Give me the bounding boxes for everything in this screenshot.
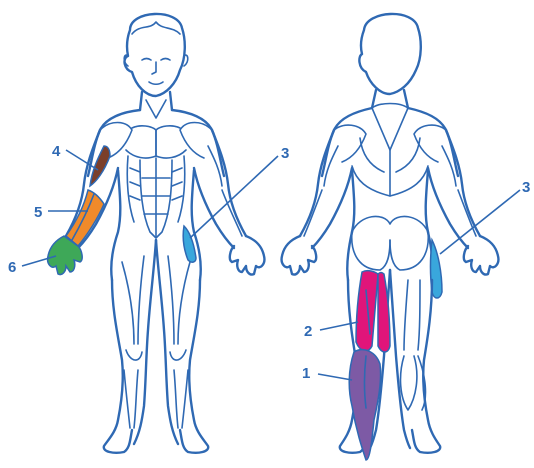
label-5: 5 bbox=[34, 204, 42, 221]
callout-1: 1 bbox=[302, 365, 352, 382]
label-6: 6 bbox=[8, 259, 16, 276]
callout-3-back: 3 bbox=[440, 179, 530, 254]
front-body-figure bbox=[48, 14, 265, 453]
label-1: 1 bbox=[302, 365, 310, 382]
label-4: 4 bbox=[52, 143, 61, 160]
muscle-2 bbox=[356, 271, 378, 351]
label-3-back: 3 bbox=[522, 179, 530, 196]
back-body-figure bbox=[282, 14, 499, 460]
label-3-front: 3 bbox=[281, 145, 289, 162]
label-2: 2 bbox=[304, 323, 312, 340]
